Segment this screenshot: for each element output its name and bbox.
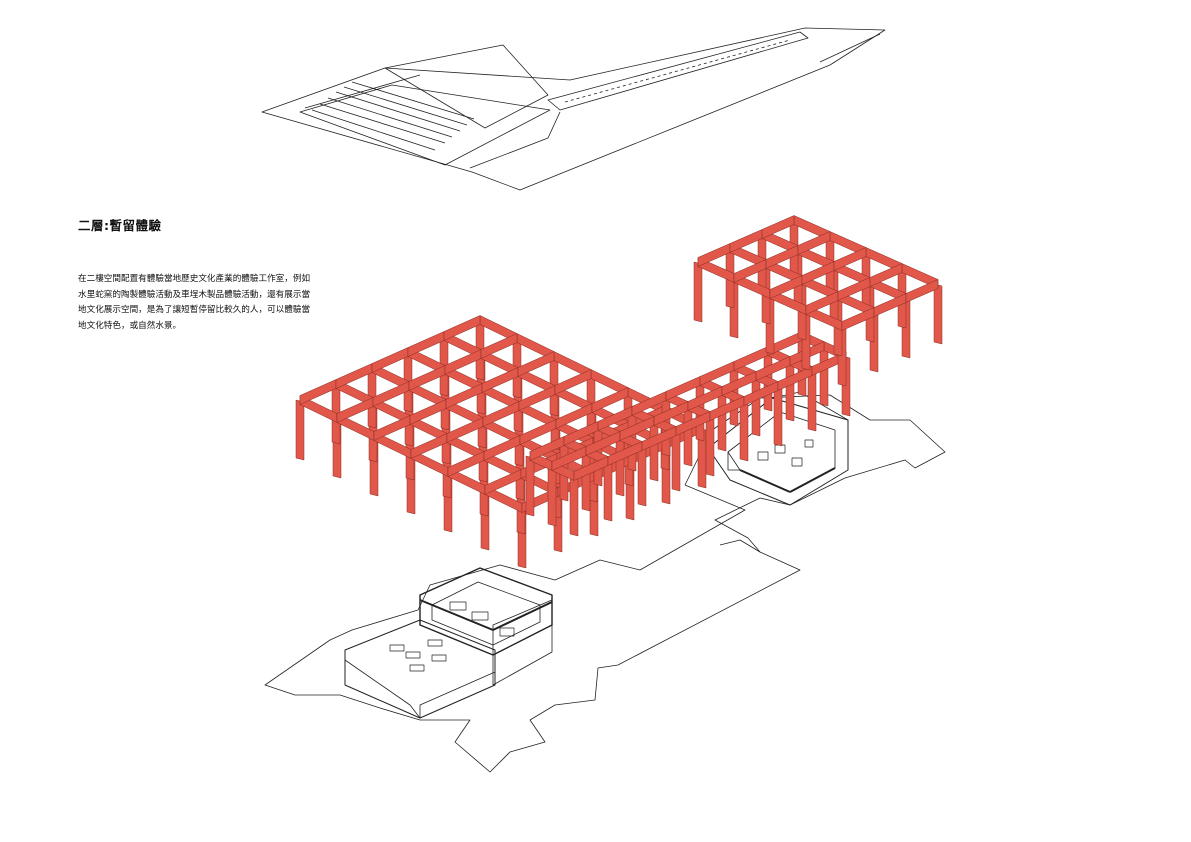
section-title: 二層:暫留體驗 (78, 218, 162, 233)
column (671, 430, 681, 492)
column (637, 445, 647, 507)
beam (699, 361, 735, 386)
beam (721, 371, 757, 396)
beam (484, 469, 522, 495)
beam (687, 386, 723, 411)
column (603, 460, 613, 522)
description-line: 地文化展示空間，是為了讓短暫停留比較久的人，可以體驗當 (78, 305, 311, 316)
beam (481, 367, 519, 393)
column (933, 283, 943, 345)
beam (555, 403, 593, 429)
beam (483, 435, 521, 461)
column (717, 390, 727, 452)
beam (372, 381, 410, 407)
column (693, 261, 703, 323)
column (615, 435, 625, 497)
column (773, 385, 783, 447)
beam (755, 356, 791, 381)
beam (743, 381, 779, 406)
section-description: 在二樓空間配置有體驗當地歷史文化產業的體驗工作室，例如 水里蛇窯的陶製體驗活動及… (78, 272, 328, 334)
beam (833, 247, 867, 271)
beam (445, 383, 483, 409)
beam (482, 401, 520, 427)
beam (591, 387, 629, 413)
beam (409, 399, 447, 425)
beam (446, 417, 484, 443)
beam (697, 243, 731, 267)
beam (797, 231, 831, 255)
beam (480, 333, 518, 359)
beam (371, 347, 409, 373)
beam (373, 415, 411, 441)
beam (335, 363, 373, 389)
beam (869, 263, 903, 287)
beam (761, 215, 795, 239)
column (705, 415, 715, 477)
description-line: 地文化特色，或自然水景。 (78, 320, 182, 331)
beam (443, 315, 481, 341)
beam (408, 365, 446, 391)
beam (905, 279, 939, 303)
beam (407, 331, 445, 357)
column (649, 420, 659, 482)
column (807, 370, 817, 432)
beam (517, 351, 555, 377)
beam (733, 346, 769, 371)
beam (444, 349, 482, 375)
column (739, 400, 749, 462)
column (683, 405, 693, 467)
column (569, 475, 579, 537)
beam (519, 419, 557, 445)
beam (336, 397, 374, 423)
beam (518, 385, 556, 411)
column (751, 375, 761, 437)
beam (665, 376, 701, 401)
beam (410, 433, 448, 459)
beam (709, 396, 745, 421)
description-line: 在二樓空間配置有體驗當地歷史文化產業的體驗工作室，例如 (78, 274, 311, 284)
beam (729, 229, 763, 253)
column (819, 345, 829, 407)
column (547, 465, 557, 527)
beam (299, 379, 337, 405)
column (295, 399, 305, 461)
beam (554, 369, 592, 395)
beam (447, 451, 485, 477)
beam (777, 366, 813, 391)
column (525, 455, 535, 517)
description-line: 水里蛇窯的陶製體驗活動及車埕木製品體驗活動，還有展示當 (78, 289, 311, 300)
column (581, 450, 591, 512)
column (785, 360, 795, 422)
